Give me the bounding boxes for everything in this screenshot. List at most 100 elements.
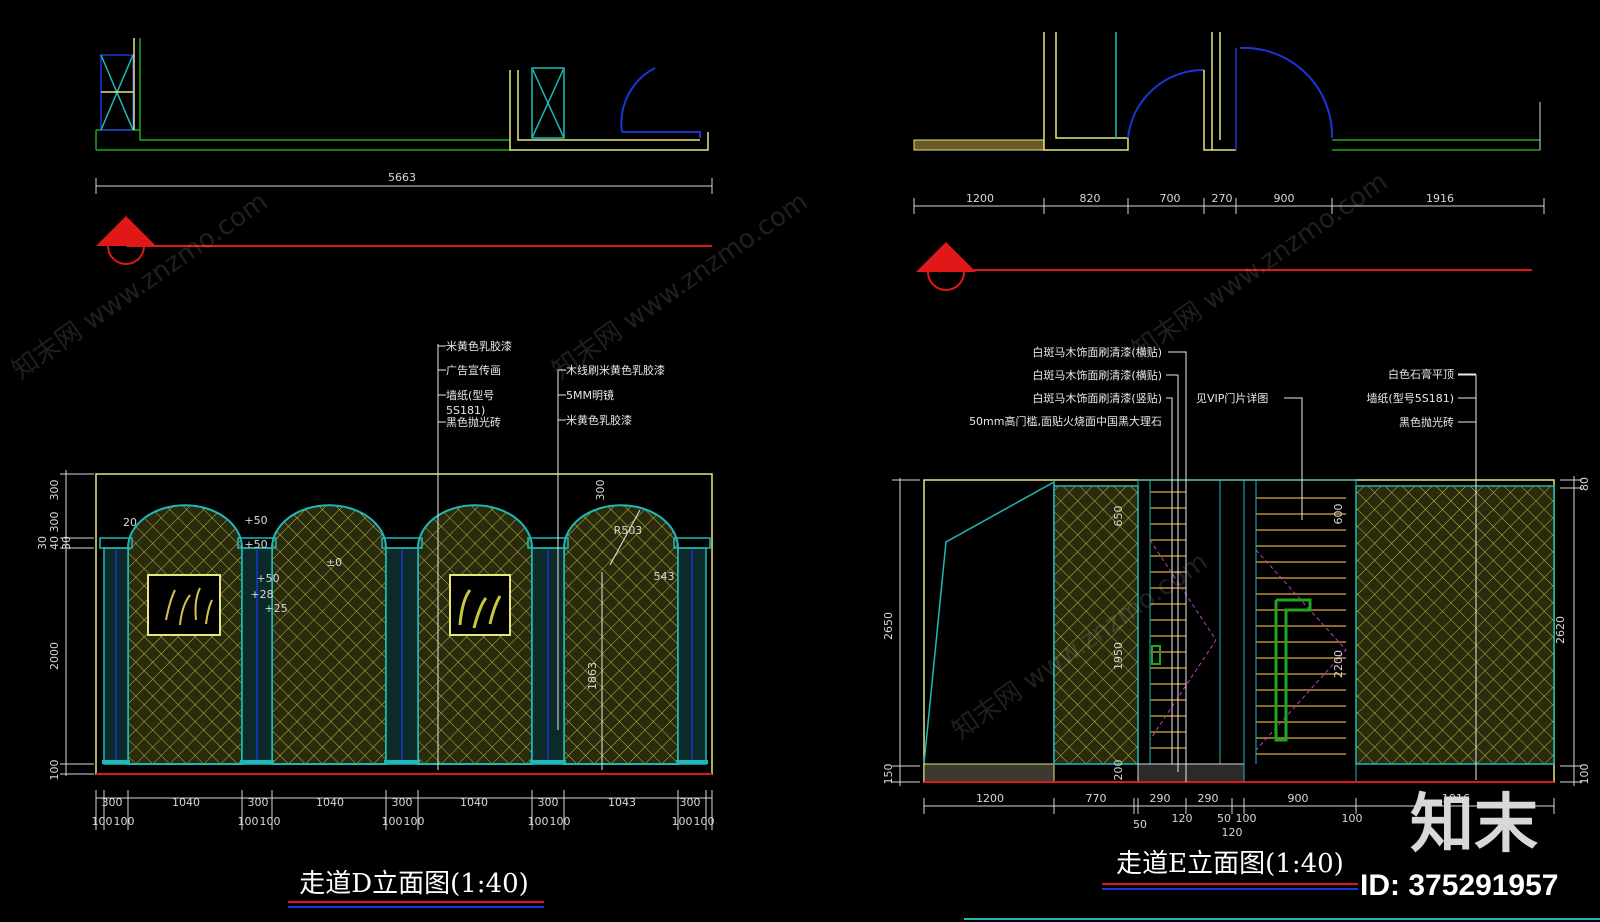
elev-d-col-part-2: 100 <box>238 815 259 828</box>
elev-d-inner-dim-1: +50 <box>244 514 267 527</box>
elev-d-left-dim-4: 30 <box>60 536 73 550</box>
arch-bay-3 <box>563 504 679 765</box>
elev-d-bay-width-3: 1043 <box>608 796 636 809</box>
elev-d-bay-width-0: 1040 <box>172 796 200 809</box>
elev-e-inner-dim-3: 600 <box>1332 504 1345 525</box>
section-marker-e: E <box>916 242 1532 291</box>
elev-e-inner-dim-1: 1950 <box>1112 642 1125 670</box>
elev-d-left-dim-6: 100 <box>48 760 61 781</box>
plan-e-dim-1: 820 <box>1080 192 1101 205</box>
door-handle-left <box>1151 645 1161 665</box>
elevation-e-labels: 白斑马木饰面刷清漆(横贴)白斑马木饰面刷清漆(横贴)白斑马木饰面刷清漆(竖贴)5… <box>882 345 1591 839</box>
elev-e-bottom-width-5: 1916 <box>1442 792 1470 805</box>
elev-d-col-width-4: 300 <box>680 796 701 809</box>
elev-d-note-left-0: 米黄色乳胶漆 <box>446 339 512 353</box>
section-marker-d: D <box>96 216 712 265</box>
section-marker-d-letter: D <box>119 228 133 249</box>
elev-d-left-dim-5: 2000 <box>48 642 61 670</box>
elevation-d <box>60 344 713 799</box>
elev-e-note-left-2: 白斑马木饰面刷清漆(竖贴) <box>1032 391 1162 405</box>
elev-e-note-left-3: 50mm高门槛,面贴火烧面中国黑大理石 <box>969 414 1162 428</box>
pilaster-base-4 <box>676 760 708 764</box>
elev-d-inner-dim-3: +50 <box>256 572 279 585</box>
elev-d-col-part-1: 100 <box>114 815 135 828</box>
elev-d-col-part-6: 100 <box>528 815 549 828</box>
advertising-painting-right <box>449 574 511 636</box>
elev-d-col-part-4: 100 <box>382 815 403 828</box>
elevation-d-labels: 米黄色乳胶漆广告宣传画墙纸(型号5S181)黑色抛光砖木线刷米黄色乳胶漆5MM明… <box>36 339 715 830</box>
pilaster-base-3 <box>530 760 566 764</box>
elev-d-inner-dim-7: 300 <box>594 480 607 501</box>
elev-e-bottom-width-4: 900 <box>1288 792 1309 805</box>
elev-d-left-dim-2: 30 <box>36 536 49 550</box>
wallpaper-panel-right <box>1355 485 1555 765</box>
pilaster-base-2 <box>384 760 420 764</box>
plan-e-dim-0: 1200 <box>966 192 994 205</box>
pilaster-cap-0 <box>99 537 133 549</box>
elev-d-col-width-0: 300 <box>102 796 123 809</box>
plan-d-column-right <box>531 67 565 139</box>
pilaster-cap-3 <box>527 537 569 549</box>
elev-e-bottom-width-1: 770 <box>1086 792 1107 805</box>
elev-d-col-part-8: 100 <box>672 815 693 828</box>
elev-d-left-dim-1: 300 <box>48 512 61 533</box>
elev-e-right-dim-2: 100 <box>1578 764 1591 785</box>
pilaster-cap-4 <box>673 537 711 549</box>
elev-e-bottom-small-3: 100 <box>1236 812 1257 825</box>
id-label: ID: 375291957 <box>1360 869 1559 902</box>
elev-d-col-part-5: 100 <box>404 815 425 828</box>
elev-e-inner-dim-2: 200 <box>1112 760 1125 781</box>
elev-d-col-width-2: 300 <box>392 796 413 809</box>
elev-e-left-dim-1: 150 <box>882 764 895 785</box>
elev-d-inner-dim-10: 1863 <box>586 662 599 690</box>
elev-d-bay-width-2: 1040 <box>460 796 488 809</box>
plan-d <box>95 38 713 194</box>
elev-d-note-right-2: 米黄色乳胶漆 <box>566 413 632 427</box>
elev-d-col-part-9: 100 <box>694 815 715 828</box>
elev-e-right-dim-0: 80 <box>1578 477 1591 491</box>
elev-d-inner-dim-2: +50 <box>244 538 267 551</box>
elev-d-inner-dim-6: ±0 <box>326 556 342 569</box>
elev-d-bay-width-1: 1040 <box>316 796 344 809</box>
elev-d-inner-dim-8: R503 <box>614 524 643 537</box>
elev-e-bottom-width-0: 1200 <box>976 792 1004 805</box>
brand-logo: 知末 <box>1410 788 1538 862</box>
elev-e-bottom-small-4: 100 <box>1342 812 1363 825</box>
elev-e-bottom-small2: 120 <box>1222 826 1243 839</box>
elev-d-inner-dim-9: 543 <box>654 570 675 583</box>
elev-d-col-part-0: 100 <box>92 815 113 828</box>
elev-d-col-width-3: 300 <box>538 796 559 809</box>
elev-e-left-dim-0: 2650 <box>882 612 895 640</box>
elev-e-bottom-width-3: 290 <box>1198 792 1219 805</box>
pilaster-base-0 <box>102 760 130 764</box>
elev-d-note-left-3: 5S181) <box>446 404 485 417</box>
plan-e-dim-2: 700 <box>1160 192 1181 205</box>
plan-e-dim-5: 1916 <box>1426 192 1454 205</box>
arch-bay-1 <box>271 504 387 765</box>
elev-d-note-left-1: 广告宣传画 <box>446 363 501 377</box>
elev-d-left-dim-3: 40 <box>48 536 61 550</box>
elev-e-bottom-width-2: 290 <box>1150 792 1171 805</box>
plan-d-door-swing <box>620 67 656 133</box>
pilaster-cap-2 <box>381 537 423 549</box>
elev-d-note-right-0: 木线刷米黄色乳胶漆 <box>566 363 665 377</box>
elev-d-inner-dim-4: +28 <box>250 588 273 601</box>
elev-e-note-right-0: 白色石膏平顶 <box>1388 367 1454 381</box>
section-marker-e-letter: E <box>940 254 951 275</box>
elev-e-note-left-0: 白斑马木饰面刷清漆(横贴) <box>1032 345 1162 359</box>
elev-e-note-right-2: 黑色抛光砖 <box>1399 415 1454 429</box>
elev-d-note-left-4: 黑色抛光砖 <box>446 415 501 429</box>
elev-d-inner-dim-5: +25 <box>264 602 287 615</box>
plan-e-dim-3: 270 <box>1212 192 1233 205</box>
elevation-d-title: 走道D立面图(1:40) <box>299 869 529 899</box>
plan-e-threshold-strip <box>913 139 1045 151</box>
elev-e-bottom-small-1: 120 <box>1172 812 1193 825</box>
pilaster-cap-1 <box>237 537 277 549</box>
elev-e-right-dim-1: 2620 <box>1554 616 1567 644</box>
elev-e-inner-dim-4: 2200 <box>1332 650 1345 678</box>
elev-d-col-width-1: 300 <box>248 796 269 809</box>
elevation-e-title: 走道E立面图(1:40) <box>1116 849 1344 879</box>
elev-d-note-left-2: 墙纸(型号 <box>446 388 494 402</box>
